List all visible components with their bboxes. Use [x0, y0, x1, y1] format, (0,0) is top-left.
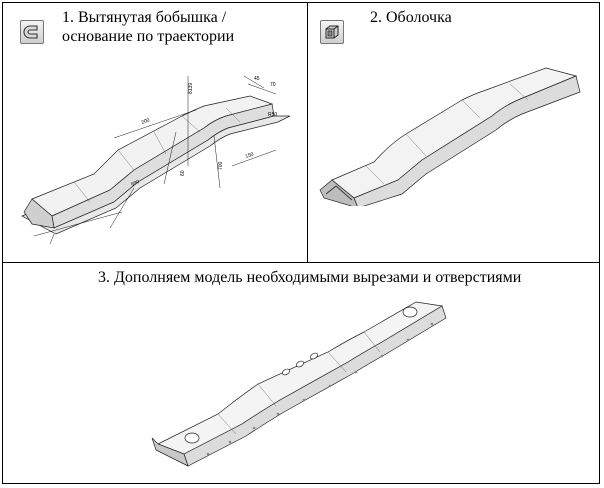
- dim-150: 150: [245, 151, 255, 160]
- dim-r50: R50: [268, 112, 277, 118]
- dim-8139: 8139: [188, 83, 194, 94]
- sweep-model-drawing: 200 8139 70 45 R50 150 690 60 700: [21, 75, 291, 245]
- shell-icon: [320, 20, 344, 44]
- dim-200: 200: [141, 117, 151, 126]
- dim-60: 60: [180, 170, 186, 176]
- panel2-caption: 2. Оболочка: [370, 9, 452, 26]
- final-model-drawing: [151, 301, 447, 467]
- boss-sweep-icon: [20, 20, 44, 44]
- dim-700: 700: [218, 161, 224, 170]
- shell-model-drawing: [319, 67, 581, 206]
- panel1-caption-line1: 1. Вытянутая бобышка /: [62, 9, 227, 26]
- figure-frame: [2, 2, 600, 484]
- panel3-caption: 3. Дополняем модель необходимыми вырезам…: [98, 269, 522, 286]
- panel1-caption-line2: основание по траектории: [62, 28, 235, 45]
- panel-divider-vertical: [307, 2, 308, 262]
- dim-70: 70: [270, 82, 276, 88]
- panel-divider-horizontal: [2, 262, 600, 263]
- dim-45: 45: [254, 76, 260, 82]
- dim-690: 690: [130, 179, 140, 188]
